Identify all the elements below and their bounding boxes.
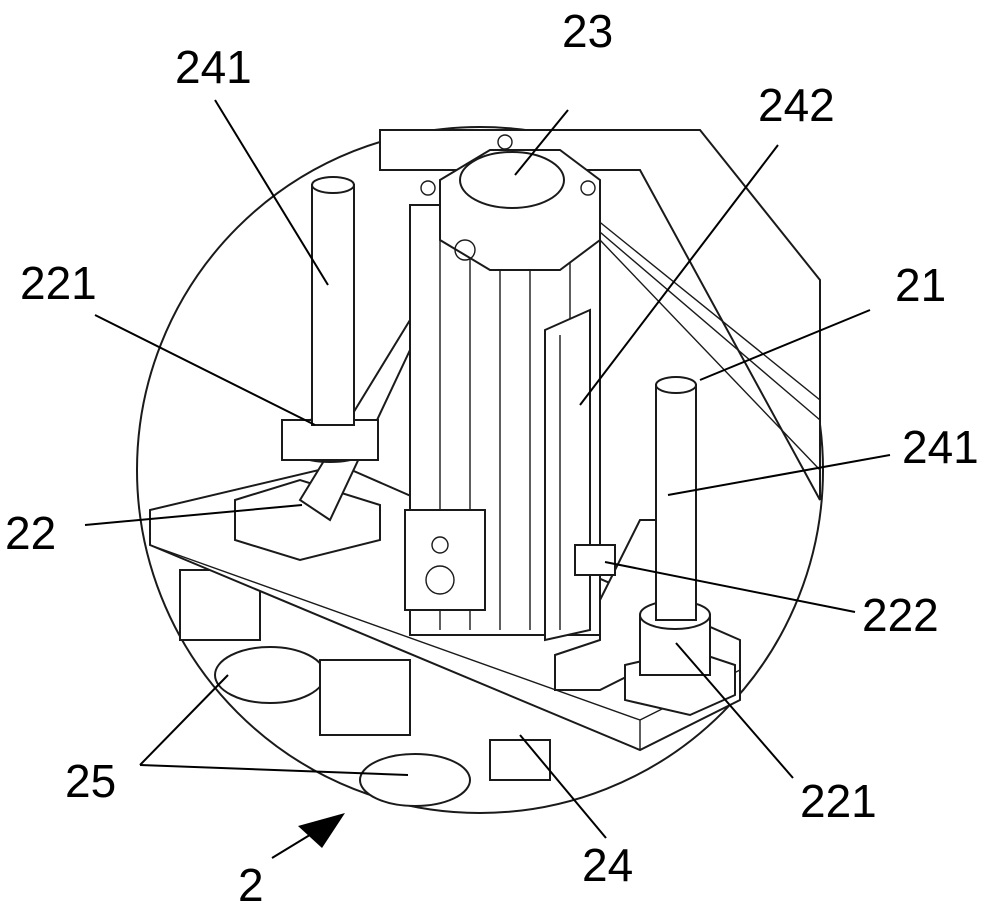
guide-rod-241-left bbox=[312, 185, 354, 425]
label-24: 24 bbox=[582, 842, 633, 888]
guide-rod-241-right bbox=[656, 385, 696, 620]
label-221-left: 221 bbox=[20, 260, 97, 306]
wheel-25-right bbox=[360, 754, 470, 806]
machine-assembly bbox=[150, 130, 820, 806]
leader-241-right bbox=[668, 455, 890, 495]
label-21: 21 bbox=[895, 262, 946, 308]
scale-strip-242 bbox=[545, 310, 590, 640]
label-222: 222 bbox=[862, 592, 939, 638]
label-241-right: 241 bbox=[902, 424, 979, 470]
label-221-right: 221 bbox=[800, 778, 877, 824]
cylinder-23-piston bbox=[460, 152, 564, 208]
cylinder-23-foot bbox=[405, 510, 485, 610]
wheel-25-left bbox=[215, 647, 325, 703]
label-2: 2 bbox=[238, 862, 264, 908]
lower-bracket-mid bbox=[320, 660, 410, 735]
leader-25-a bbox=[140, 675, 228, 765]
scale-reader bbox=[575, 545, 615, 575]
guide-rod-241-right-top bbox=[656, 377, 696, 393]
label-22: 22 bbox=[5, 510, 56, 556]
label-25: 25 bbox=[65, 758, 116, 804]
label-23: 23 bbox=[562, 8, 613, 54]
guide-rod-241-left-top bbox=[312, 177, 354, 193]
label-242: 242 bbox=[758, 82, 835, 128]
label-241-top: 241 bbox=[175, 44, 252, 90]
leader-24 bbox=[520, 735, 606, 838]
leader-221-left bbox=[95, 315, 315, 425]
arrow-2-head bbox=[298, 813, 345, 848]
